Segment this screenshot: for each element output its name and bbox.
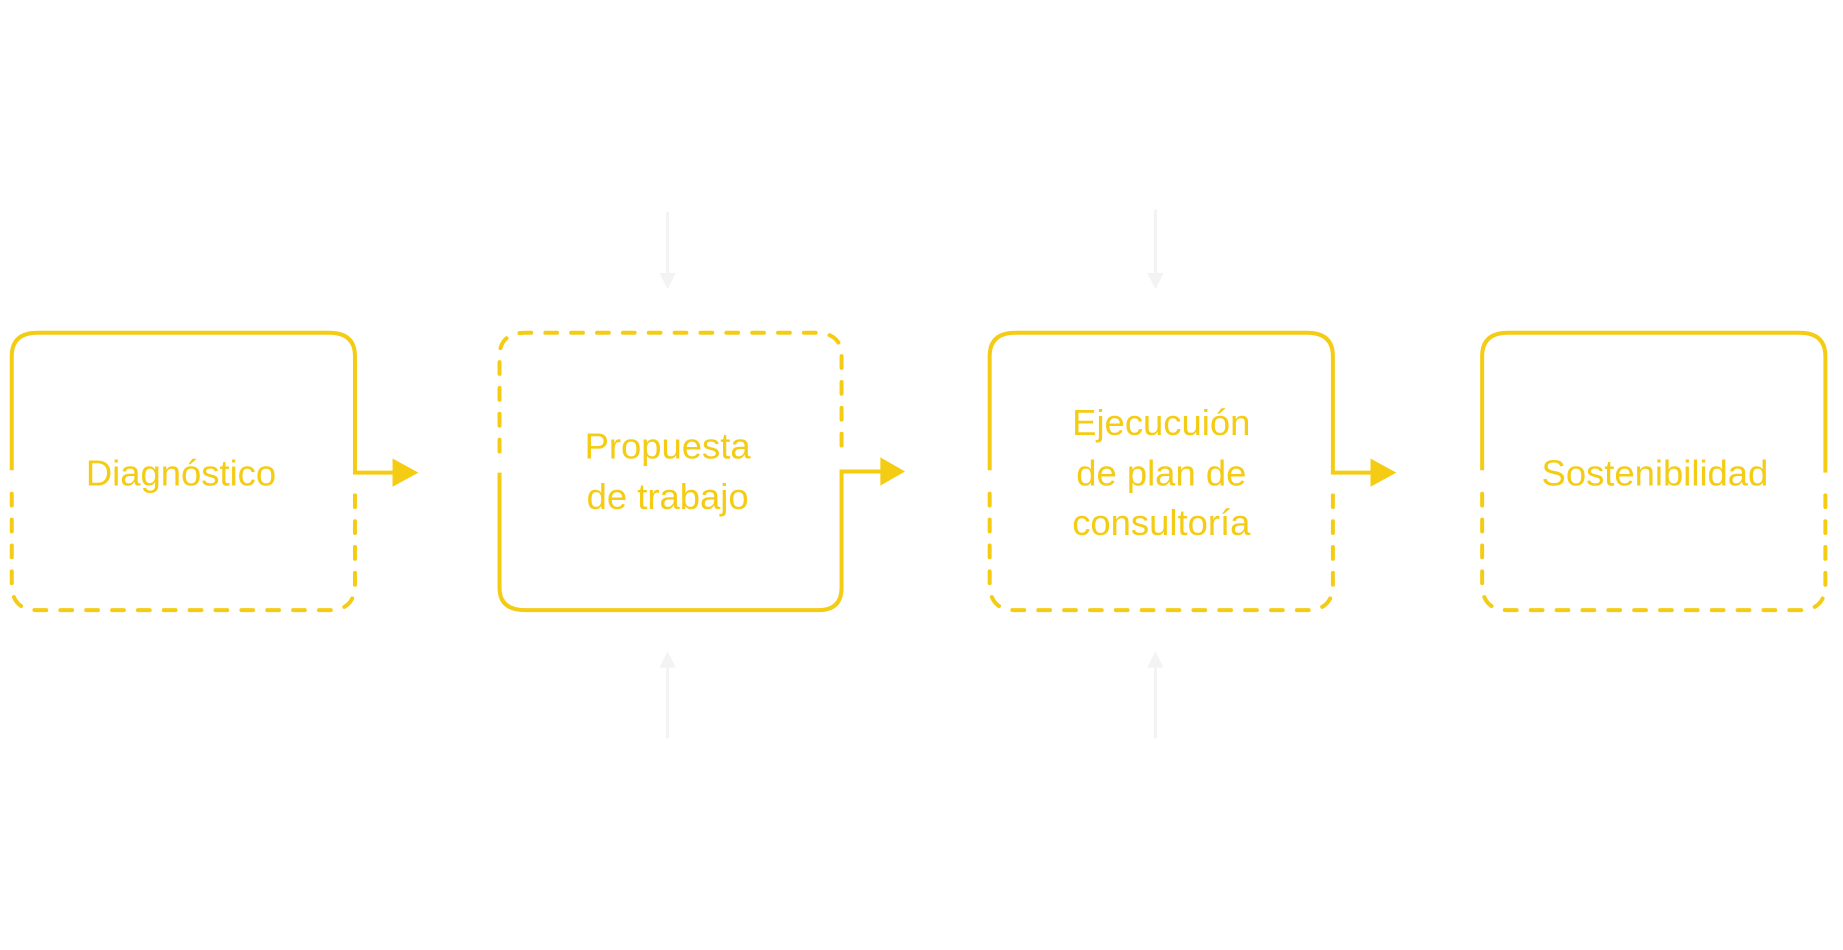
arrow-head-1 (392, 458, 419, 487)
step-box-propuesta: Propuesta de trabajo (497, 330, 906, 613)
step-label-line-3: consultoría (1072, 502, 1251, 543)
step-box-sostenibilidad: Sostenibilidad (1480, 330, 1828, 613)
faint-arrow-bottom-2 (659, 651, 676, 739)
faint-arrow-bottom-3 (1147, 651, 1164, 739)
step-label: Sostenibilidad (1542, 453, 1769, 494)
step-label-line-2: de trabajo (587, 476, 749, 517)
step-label-line-1: Propuesta (585, 426, 752, 467)
faint-arrow-top-3 (1147, 209, 1164, 290)
arrow-head-2 (880, 457, 906, 486)
faint-arrow-top-2 (659, 211, 676, 290)
step-box-diagnostico: Diagnóstico (9, 330, 419, 613)
arrow-head-3 (1370, 458, 1397, 487)
step-box-ejecucion: Ejecucuión de plan de consultoría (987, 330, 1397, 613)
step-label-line-1: Ejecucuión (1072, 402, 1250, 443)
step-label: Diagnóstico (86, 453, 276, 494)
step-label-line-2: de plan de (1076, 453, 1246, 494)
